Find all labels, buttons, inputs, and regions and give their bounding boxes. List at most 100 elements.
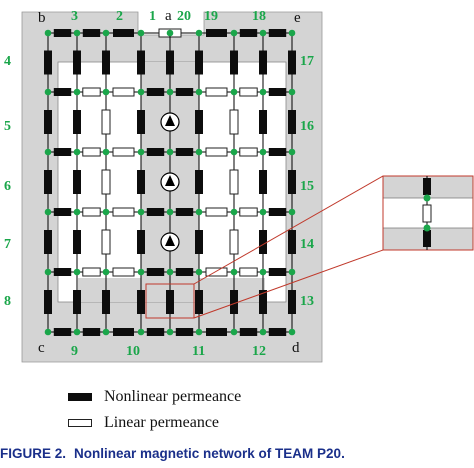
permeance-network xyxy=(44,28,296,336)
nonlinear-permeance xyxy=(230,290,238,314)
legend-row-nonlinear: Nonlinear permeance xyxy=(68,384,241,410)
node-point xyxy=(230,208,238,216)
node-point xyxy=(73,29,81,37)
node-point xyxy=(102,148,110,156)
linear-permeance-symbol xyxy=(68,419,92,427)
nonlinear-permeance xyxy=(259,230,267,254)
nonlinear-permeance xyxy=(288,110,296,134)
node-point xyxy=(230,328,238,336)
node-point xyxy=(259,208,267,216)
node-label-6: 6 xyxy=(4,179,11,194)
node-label-5: 5 xyxy=(4,119,11,134)
node-point xyxy=(166,29,174,37)
linear-permeance xyxy=(112,207,135,217)
node-point xyxy=(102,88,110,96)
mmf-source-arrow-icon xyxy=(165,115,175,126)
linear-permeance xyxy=(205,87,228,97)
node-point xyxy=(102,328,110,336)
nonlinear-permeance xyxy=(195,50,203,75)
node-label-1: 1 xyxy=(149,9,156,24)
linear-permeance xyxy=(112,267,135,277)
mmf-source-arrow-icon xyxy=(165,235,175,246)
node-point xyxy=(44,328,52,336)
nonlinear-permeance xyxy=(146,148,165,156)
node-label-7: 7 xyxy=(4,237,11,252)
nonlinear-permeance xyxy=(268,208,287,216)
nonlinear-permeance xyxy=(195,290,203,314)
nonlinear-permeance xyxy=(268,29,287,37)
node-label-11: 11 xyxy=(192,344,205,359)
node-label-4: 4 xyxy=(4,54,11,69)
nonlinear-permeance xyxy=(175,328,194,336)
node-point xyxy=(195,268,203,276)
nonlinear-permeance xyxy=(259,290,267,314)
nonlinear-permeance xyxy=(175,88,194,96)
nonlinear-permeance xyxy=(268,148,287,156)
node-label-13: 13 xyxy=(300,294,314,309)
nonlinear-permeance xyxy=(175,268,194,276)
node-number-labels: 1 2 3 4 5 6 7 8 9 10 11 12 13 14 15 16 1… xyxy=(4,9,314,359)
node-point xyxy=(195,88,203,96)
node-point xyxy=(137,268,145,276)
nonlinear-permeance xyxy=(175,148,194,156)
node-label-18: 18 xyxy=(252,9,266,24)
magnetic-network-diagram: 1 2 3 4 5 6 7 8 9 10 11 12 13 14 15 16 1… xyxy=(4,8,474,363)
nonlinear-permeance xyxy=(73,170,81,194)
nonlinear-permeance xyxy=(82,29,101,37)
node-point xyxy=(259,328,267,336)
nonlinear-permeance xyxy=(82,328,101,336)
nonlinear-permeance xyxy=(268,268,287,276)
nonlinear-permeance xyxy=(73,290,81,314)
linear-permeance xyxy=(82,207,101,217)
nonlinear-permeance xyxy=(166,290,174,314)
linear-permeance xyxy=(112,147,135,157)
node-label-9: 9 xyxy=(71,344,78,359)
node-point xyxy=(137,29,145,37)
nonlinear-permeance xyxy=(230,50,238,75)
node-point xyxy=(288,88,296,96)
nonlinear-permeance xyxy=(73,110,81,134)
linear-permeance xyxy=(239,267,258,277)
nonlinear-permeance xyxy=(146,268,165,276)
nonlinear-permeance xyxy=(206,29,227,37)
node-point xyxy=(230,148,238,156)
nonlinear-permeance xyxy=(53,328,72,336)
nonlinear-permeance xyxy=(73,50,81,75)
legend-row-linear: Linear permeance xyxy=(68,410,241,436)
node-point xyxy=(288,268,296,276)
node-point xyxy=(166,148,174,156)
nonlinear-permeance xyxy=(53,88,72,96)
nonlinear-permeance xyxy=(53,29,72,37)
node-point xyxy=(195,328,203,336)
nonlinear-permeance xyxy=(195,230,203,254)
node-point xyxy=(259,268,267,276)
linear-permeance xyxy=(101,169,111,195)
node-point xyxy=(102,208,110,216)
nonlinear-permeance xyxy=(268,328,287,336)
linear-permeance xyxy=(205,267,228,277)
nonlinear-permeance xyxy=(137,290,145,314)
node-point xyxy=(73,148,81,156)
nonlinear-permeance xyxy=(239,328,258,336)
figure-label: FIGURE 2. xyxy=(0,446,67,461)
callout-line-top xyxy=(193,175,384,285)
corner-label-e: e xyxy=(294,10,301,26)
linear-permeance xyxy=(82,147,101,157)
callout-line-bottom xyxy=(193,249,384,319)
nonlinear-permeance xyxy=(53,268,72,276)
corner-label-d: d xyxy=(292,340,300,356)
nonlinear-permeance xyxy=(53,208,72,216)
node-point xyxy=(137,328,145,336)
callout-source-box xyxy=(145,283,195,319)
linear-permeance xyxy=(239,147,258,157)
node-point xyxy=(73,268,81,276)
linear-permeance xyxy=(101,229,111,255)
legend: Nonlinear permeance Linear permeance xyxy=(68,384,241,436)
node-point xyxy=(166,88,174,96)
node-point xyxy=(195,148,203,156)
corner-label-a: a xyxy=(165,8,172,24)
node-label-20: 20 xyxy=(177,9,191,24)
zoom-nonlinear-permeance xyxy=(423,178,431,195)
linear-permeance xyxy=(229,169,239,195)
network-nodes xyxy=(44,29,296,336)
